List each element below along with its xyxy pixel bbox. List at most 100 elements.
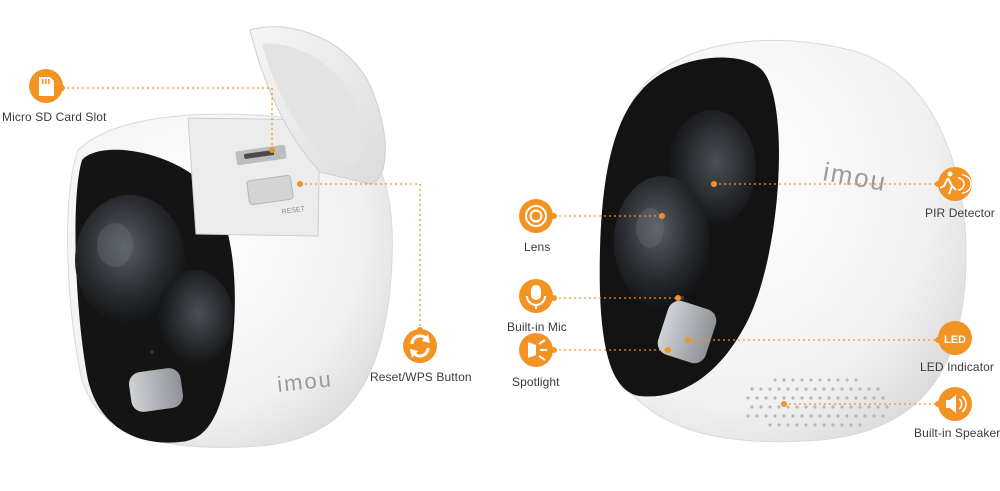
- speaker-grille-dot: [818, 378, 822, 382]
- speaker-grille-dot: [836, 378, 840, 382]
- lens-label: Lens: [524, 240, 551, 254]
- speaker-grille-dot: [795, 387, 799, 391]
- pir-label: PIR Detector: [925, 206, 995, 220]
- speaker-grille-dot: [822, 387, 826, 391]
- spotlight-label: Spotlight: [512, 375, 560, 389]
- speaker-grille-dot: [773, 396, 777, 400]
- led-label: LED Indicator: [920, 360, 995, 374]
- speaker-grille-dot: [813, 387, 817, 391]
- speaker-grille-dot: [818, 396, 822, 400]
- speaker-grille-dot: [804, 423, 808, 427]
- speaker-grille-dot: [800, 378, 804, 382]
- speaker-grille-dot: [809, 396, 813, 400]
- right-camera: imou: [599, 39, 967, 443]
- speaker-grille-dot: [786, 423, 790, 427]
- speaker-grille-dot: [827, 378, 831, 382]
- speaker-grille-dot: [840, 387, 844, 391]
- speaker-grille-dot: [836, 396, 840, 400]
- speaker-grille-dot: [773, 378, 777, 382]
- speaker-grille-dot: [867, 387, 871, 391]
- speaker-grille-dot: [813, 423, 817, 427]
- speaker-grille-dot: [831, 405, 835, 409]
- speaker-grille-dot: [782, 378, 786, 382]
- speaker-grille-dot: [885, 405, 889, 409]
- speaker-grille-dot: [876, 405, 880, 409]
- speaker-grille-dot: [746, 414, 750, 418]
- speaker-grille-dot: [746, 396, 750, 400]
- speaker-grille-dot: [872, 396, 876, 400]
- speaker-grille-dot: [840, 423, 844, 427]
- left-camera-lens: [75, 195, 185, 325]
- speaker-grille-dot: [755, 396, 759, 400]
- mic-label: Built-in Mic: [507, 320, 567, 334]
- speaker-grille-dot: [822, 405, 826, 409]
- right-camera-mic-hole: [680, 296, 684, 300]
- speaker-grille-dot: [840, 405, 844, 409]
- speaker-grille-dot: [804, 387, 808, 391]
- spotlight-icon: [519, 333, 553, 367]
- motion-sensor-icon: [938, 167, 972, 201]
- speaker-grille-dot: [791, 378, 795, 382]
- speaker-grille-dot: [854, 378, 858, 382]
- sd-card-label: Micro SD Card Slot: [2, 110, 107, 124]
- speaker-grille-dot: [876, 387, 880, 391]
- speaker-grille-dot: [804, 405, 808, 409]
- speaker-grille-dot: [818, 414, 822, 418]
- speaker-grille-dot: [777, 387, 781, 391]
- led-icon-text: LED: [944, 334, 966, 346]
- speaker-grille-dot: [791, 396, 795, 400]
- speaker-grille-dot: [782, 396, 786, 400]
- reset-button: [246, 174, 294, 206]
- speaker-grille-dot: [786, 405, 790, 409]
- right-camera-lens: [614, 176, 710, 308]
- speaker-grille-dot: [854, 396, 858, 400]
- refresh-icon: [403, 329, 437, 363]
- speaker-grille-dot: [849, 405, 853, 409]
- speaker-grille-dot: [768, 405, 772, 409]
- right-camera-spotlight: [657, 300, 717, 364]
- speaker-grille-dot: [845, 414, 849, 418]
- speaker-grille-dot: [768, 387, 772, 391]
- sd-card-callout-line: [62, 87, 273, 150]
- speaker-grille-dot: [795, 423, 799, 427]
- speaker-grille-dot: [809, 414, 813, 418]
- speaker-grille-dot: [881, 396, 885, 400]
- speaker-grille-dot: [791, 414, 795, 418]
- led-icon: LED: [938, 321, 972, 355]
- callout-lines: [62, 87, 938, 405]
- speaker-grille-dot: [759, 387, 763, 391]
- speaker-grille-dot: [858, 405, 862, 409]
- speaker-grille-dot: [836, 414, 840, 418]
- speaker-grille-dot: [849, 387, 853, 391]
- speaker-grille-dot: [858, 387, 862, 391]
- speaker-grille-dot: [768, 423, 772, 427]
- left-camera-pir-detector: [157, 270, 233, 366]
- reset-callout-line: [300, 183, 421, 330]
- speaker-grille-dot: [849, 423, 853, 427]
- left-camera-spotlight: [129, 368, 183, 412]
- speaker-grille-dot: [845, 378, 849, 382]
- speaker-grille-dot: [800, 396, 804, 400]
- speaker-grille-dot: [813, 405, 817, 409]
- speaker-grille-dot: [858, 423, 862, 427]
- speaker-grille-dot: [777, 405, 781, 409]
- left-camera-logo: imou: [276, 366, 334, 397]
- speaker-grille-dot: [750, 387, 754, 391]
- right-camera-speaker-grille: [746, 378, 889, 427]
- reset-label: Reset/WPS Button: [370, 370, 472, 384]
- speaker-grille-dot: [773, 414, 777, 418]
- speaker-grille-dot: [845, 396, 849, 400]
- speaker-grille-dot: [764, 396, 768, 400]
- speaker-grille-dot: [777, 423, 781, 427]
- speaker-grille-dot: [822, 423, 826, 427]
- sd-slot-housing: [187, 117, 321, 237]
- speaker-grille-dot: [759, 405, 763, 409]
- speaker-grille-dot: [795, 405, 799, 409]
- speaker-grille-dot: [872, 414, 876, 418]
- speaker-grille-dot: [782, 414, 786, 418]
- speaker-grille-dot: [863, 414, 867, 418]
- speaker-grille-dot: [881, 414, 885, 418]
- speaker-grille-dot: [827, 414, 831, 418]
- speaker-grille-dot: [854, 414, 858, 418]
